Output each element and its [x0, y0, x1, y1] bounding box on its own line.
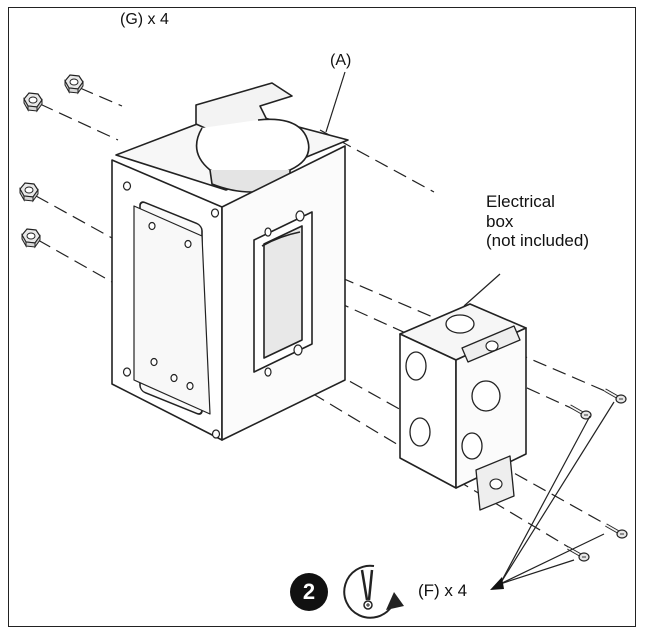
hex-nut-icon — [64, 74, 84, 94]
hex-nut-icon — [21, 228, 41, 248]
nuts-label: (G) x 4 — [120, 11, 169, 28]
screws-label: (F) x 4 — [418, 581, 468, 600]
screw-icon — [568, 404, 593, 421]
screw-icon — [604, 523, 629, 540]
screw-icon — [603, 388, 628, 405]
hex-nut-icon — [23, 92, 43, 112]
step-number-badge: 2 — [290, 573, 328, 611]
leader-arrowheads — [490, 577, 504, 590]
electrical-box-label: Electrical box (not included) — [486, 192, 590, 251]
mounting-holes — [122, 181, 305, 439]
hex-nut-icon — [19, 182, 39, 202]
electrical-box — [399, 303, 527, 511]
diagram-frame — [8, 7, 636, 627]
screwdriver-rotate-icon — [343, 564, 404, 619]
bracket-label: (A) — [330, 52, 352, 69]
bracket-a — [111, 82, 349, 441]
leader-lines — [325, 71, 615, 585]
